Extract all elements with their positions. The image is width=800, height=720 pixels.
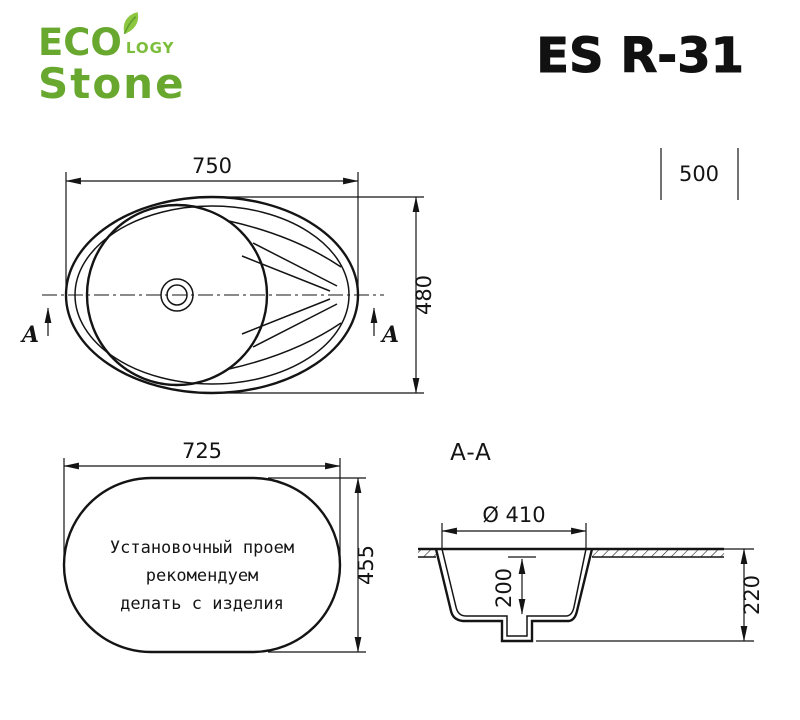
brand-logy-text: LOGY [125, 39, 175, 57]
section-mark-right: A [380, 322, 399, 348]
cutout-view: 725 455 Установочный проем рекомендуем д… [62, 439, 378, 654]
dim-bowl-depth-label: 200 [492, 568, 516, 608]
model-title: ES R-31 [536, 28, 745, 85]
dim-top-width-label: 750 [192, 154, 232, 178]
leaf-icon [123, 12, 139, 35]
section-view: A-A Ø 410 200 220 [418, 440, 764, 643]
cutout-note-line2: рекомендуем [146, 566, 259, 586]
dim-cutout-width-label: 725 [182, 439, 222, 463]
cutout-note-line1: Установочный проем [110, 538, 294, 558]
dim-total-height-label: 220 [740, 575, 764, 615]
brand-eco-text: ECO [38, 21, 122, 64]
top-view: 750 500 A A [20, 148, 739, 395]
brand-logo: ECO LOGY Stone [38, 12, 186, 108]
dim-top-height-label: 480 [412, 275, 436, 315]
section-mark-left: A [20, 322, 39, 348]
section-title: A-A [450, 440, 492, 466]
dim-bowl-diameter-label: Ø 410 [482, 503, 545, 527]
cutout-note-line3: делать с изделия [120, 594, 284, 614]
dim-cabinet-label: 500 [679, 162, 719, 186]
brand-logo-row: ECO LOGY [38, 12, 186, 64]
dim-cutout-height-label: 455 [354, 545, 378, 585]
brand-stone-text: Stone [38, 59, 186, 108]
